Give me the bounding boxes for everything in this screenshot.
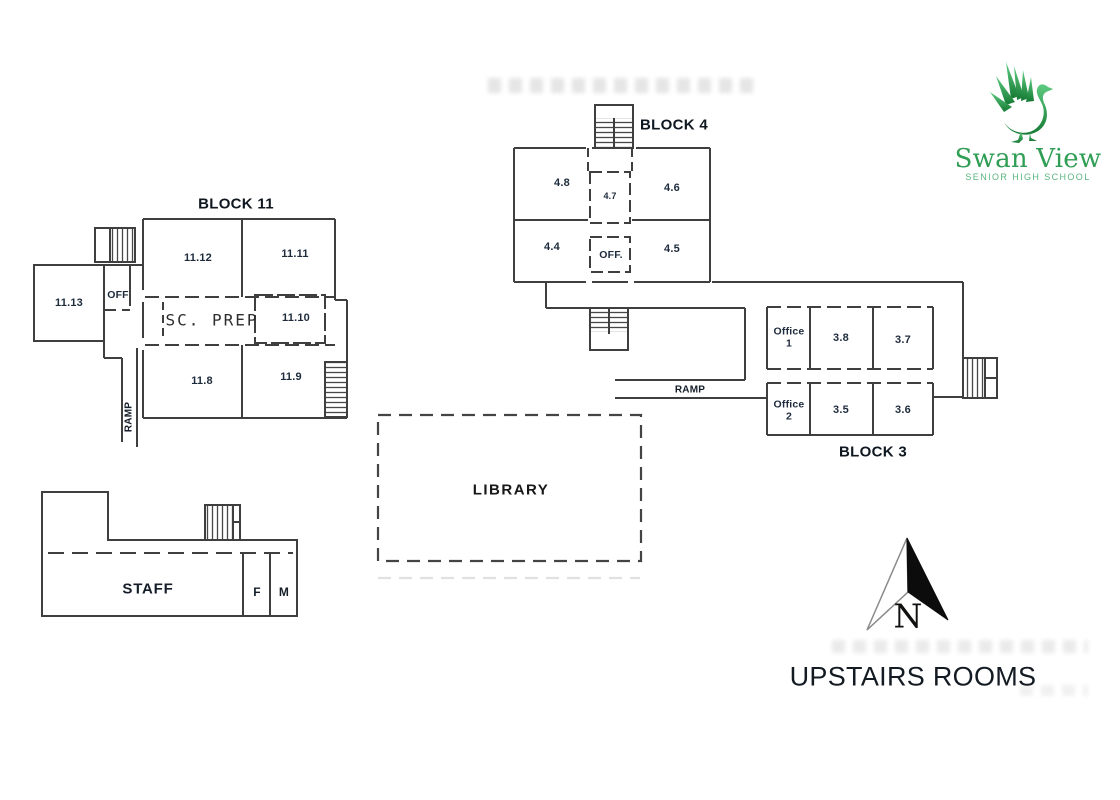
room-label-sc-prep: SC. PREP [165,310,259,330]
library-label: LIBRARY [472,481,550,499]
block11-title: BLOCK 11 [198,195,274,213]
room-label-11-11: 11.11 [281,248,309,260]
logo-name: Swan View [954,144,1102,174]
block3-walls [766,306,934,436]
room-label-4-4: 4.4 [544,241,560,253]
office2-word: Office [773,398,805,411]
room-label-3-7: 3.7 [895,334,911,346]
office1-word: Office [773,325,805,338]
block4-walls [513,147,711,283]
staff-stairs-icon [204,504,241,541]
block11-stairs-top-icon [94,227,136,263]
office2-number: 2 [785,410,793,422]
swan-logo-icon [990,62,1053,143]
block3-stairs-icon [962,357,998,399]
ramp-label-block11: RAMP [123,401,135,433]
north-label: N [893,596,923,636]
corridor-walls [545,281,964,399]
ghost-text [832,640,1088,653]
room-label-3-5: 3.5 [833,404,849,416]
north-arrow-icon [866,537,949,631]
room-label-11-8: 11.8 [191,375,213,387]
room-label-office-11: OFF [107,289,129,301]
room-label-11-9: 11.9 [280,371,302,383]
room-label-4-7: 4.7 [603,191,617,201]
page-title: UPSTAIRS ROOMS [789,661,1037,692]
room-label-4-8: 4.8 [554,177,570,189]
male-toilet-label: M [278,585,290,599]
ramp-label-corridor: RAMP [674,384,706,396]
block4-title: BLOCK 4 [640,116,708,134]
staff-label: STAFF [122,580,174,598]
room-label-3-6: 3.6 [895,404,911,416]
block3-title: BLOCK 3 [839,443,907,461]
room-label-4-5: 4.5 [664,243,680,255]
ghost-text [1020,685,1088,696]
room-label-office-2: Office 2 [773,398,805,423]
room-label-3-8: 3.8 [833,332,849,344]
block11-walls [33,218,348,447]
logo-subtitle: SENIOR HIGH SCHOOL [965,172,1091,182]
room-label-11-13: 11.13 [55,297,83,309]
block4-stairs-bottom-icon [589,307,629,351]
female-toilet-label: F [253,585,261,599]
library-walls [376,413,643,580]
ghost-text [488,78,756,93]
office1-number: 1 [785,337,793,349]
room-label-11-12: 11.12 [184,252,212,264]
block11-stairs-right-icon [324,361,348,418]
block4-stairs-top-icon [594,104,634,149]
room-label-office-4: OFF. [599,249,623,261]
room-label-office-1: Office 1 [773,325,805,350]
room-label-11-10: 11.10 [282,312,310,324]
room-label-4-6: 4.6 [664,182,680,194]
staff-walls [41,491,298,617]
